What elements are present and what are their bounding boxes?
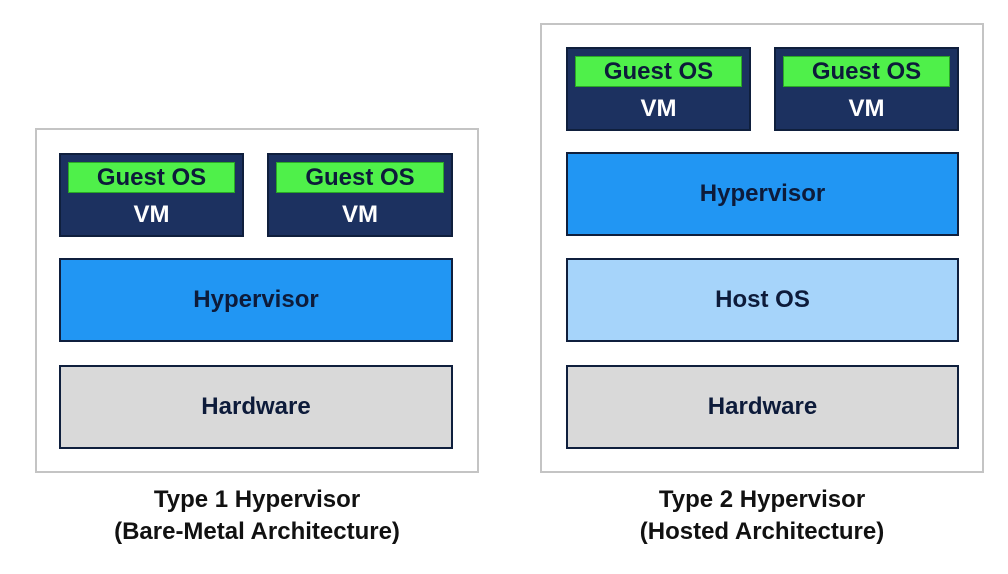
type2-host-os-layer: Host OS — [566, 258, 959, 342]
type1-caption-subtitle: (Bare-Metal Architecture) — [114, 518, 400, 545]
type1-caption-title: Type 1 Hypervisor — [153, 486, 361, 513]
type2-vm-2: Guest OS VM — [774, 47, 959, 131]
type2-hardware-layer: Hardware — [566, 365, 959, 449]
type1-vm-1-label: VM — [133, 201, 170, 228]
type2-vm-2-guest-os: Guest OS — [783, 56, 950, 87]
type2-caption-subtitle: (Hosted Architecture) — [639, 518, 885, 545]
type1-vm-1: Guest OS VM — [59, 153, 244, 237]
type2-vm-1-guest-os: Guest OS — [575, 56, 742, 87]
type1-hypervisor-layer: Hypervisor — [59, 258, 453, 342]
type2-vm-1: Guest OS VM — [566, 47, 751, 131]
type2-vm-1-label: VM — [640, 95, 677, 122]
type2-vm-2-label: VM — [848, 95, 885, 122]
type1-hardware-layer: Hardware — [59, 365, 453, 449]
type1-vm-2-guest-os: Guest OS — [276, 162, 444, 193]
type2-caption: Type 2 Hypervisor (Hosted Architecture) — [540, 484, 984, 548]
type1-vm-1-guest-os: Guest OS — [68, 162, 235, 193]
type1-vm-2: Guest OS VM — [267, 153, 453, 237]
type1-vm-2-label: VM — [342, 201, 378, 228]
type2-hypervisor-layer: Hypervisor — [566, 152, 959, 236]
type2-caption-title: Type 2 Hypervisor — [658, 486, 866, 513]
type1-caption: Type 1 Hypervisor (Bare-Metal Architectu… — [35, 484, 479, 548]
